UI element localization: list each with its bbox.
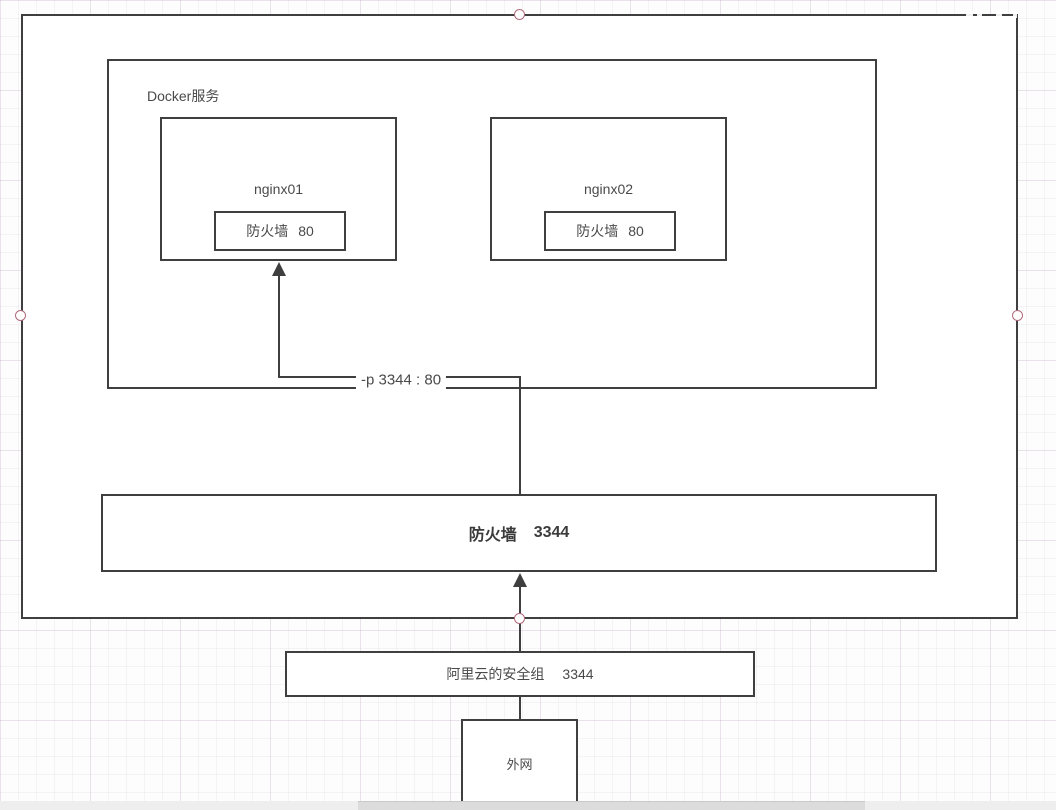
watermark-fragment [1013, 11, 1017, 18]
port-mapping-label[interactable]: -p 3344 : 80 [355, 370, 447, 390]
connection-handle-bottom[interactable] [514, 613, 525, 624]
watermark-fragment [966, 11, 973, 19]
container-firewall-box[interactable]: 防火墙 80 [544, 211, 676, 251]
extranet-box[interactable]: 外网 [461, 719, 578, 807]
security-group-box[interactable]: 阿里云的安全组 3344 [285, 651, 755, 697]
firewall-port: 80 [628, 223, 644, 239]
container-label: nginx01 [253, 181, 304, 197]
horizontal-scrollbar[interactable] [0, 801, 1056, 810]
container-label: nginx02 [583, 181, 634, 197]
security-group-label: 阿里云的安全组 [446, 666, 545, 682]
firewall-port: 80 [298, 223, 314, 239]
watermark-fragment [977, 11, 982, 19]
docker-group-label: Docker服务 [147, 88, 220, 104]
host-firewall-bar[interactable]: 防火墙 3344 [101, 494, 937, 572]
container-box-nginx02[interactable]: nginx02 防火墙 80 [490, 117, 727, 261]
firewall-label: 防火墙 [246, 223, 289, 239]
arrowhead-up-icon [513, 573, 527, 587]
container-box-nginx01[interactable]: nginx01 防火墙 80 [160, 117, 397, 261]
firewall-label: 防火墙 [576, 223, 619, 239]
host-firewall-label: 防火墙 [468, 527, 517, 544]
connection-handle-right[interactable] [1012, 310, 1023, 321]
scrollbar-thumb[interactable] [358, 801, 865, 810]
host-firewall-port: 3344 [533, 524, 570, 541]
extranet-label: 外网 [506, 756, 533, 772]
container-firewall-box[interactable]: 防火墙 80 [214, 211, 346, 251]
security-group-port: 3344 [562, 666, 594, 682]
arrowhead-up-icon [272, 262, 286, 276]
connection-handle-top[interactable] [514, 9, 525, 20]
connection-handle-left[interactable] [15, 310, 26, 321]
watermark-fragment [996, 11, 1002, 19]
